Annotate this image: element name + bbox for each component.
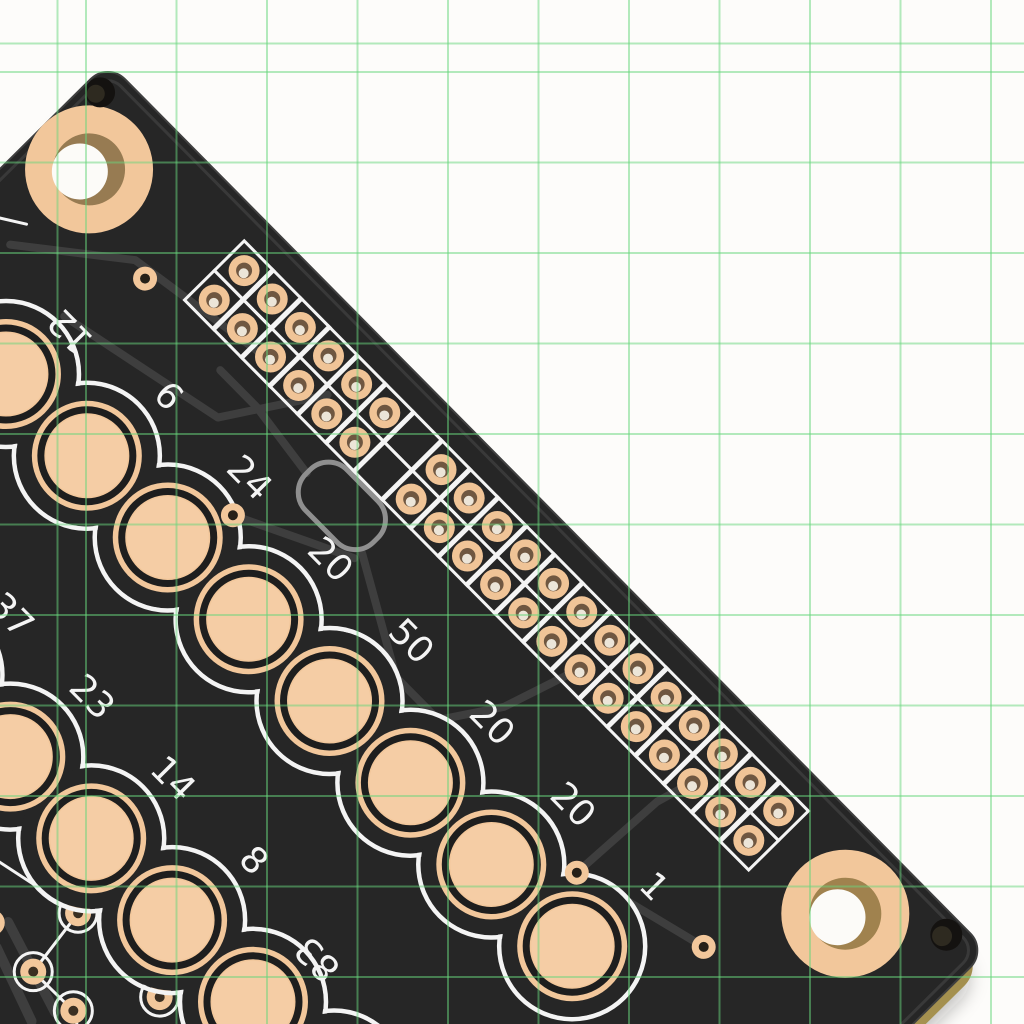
pcb-board: 12624205020201372314883 — [0, 70, 979, 1024]
